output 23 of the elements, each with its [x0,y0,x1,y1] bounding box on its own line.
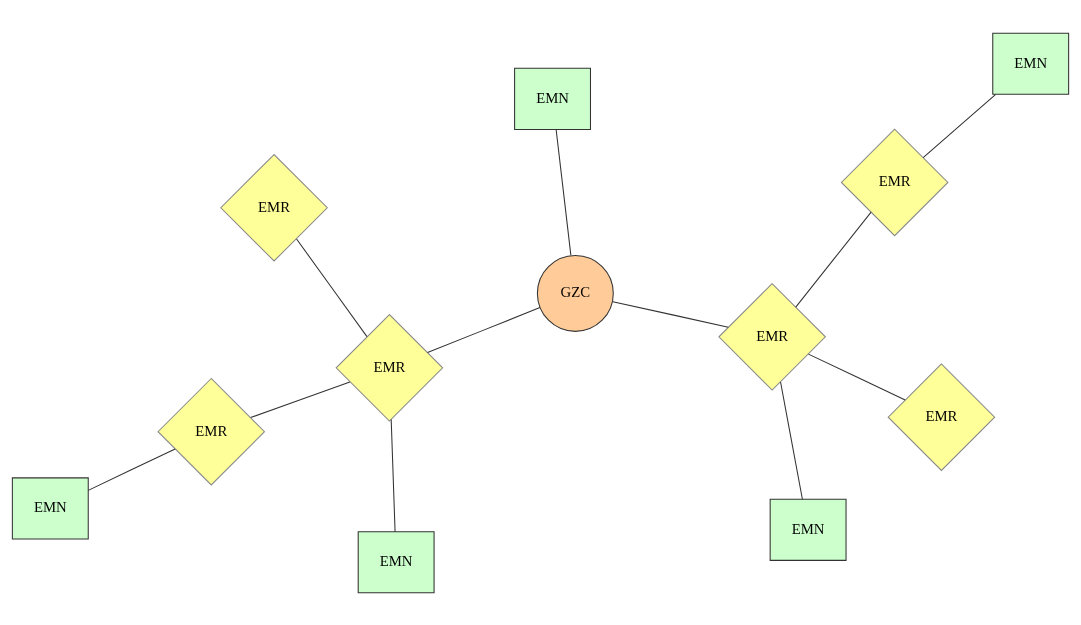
connector [87,447,176,491]
connector [807,353,906,400]
connector [427,306,541,353]
node-diamond: EMR [157,377,266,486]
node-diamond: EMR [335,313,444,422]
connector [296,237,368,337]
node-diamond: EMR [220,153,329,262]
node-box: EMN [11,476,89,540]
node-diamond: EMR [718,282,827,391]
node-circle: GZC [536,254,614,332]
node-box: EMN [514,67,591,130]
node-box: EMN [769,498,847,561]
connector [250,381,351,418]
node-box: EMN [357,530,435,593]
connector [390,418,396,532]
connector [555,128,572,256]
connector [780,381,803,500]
node-diamond: EMR [840,128,949,236]
node-box: EMN [992,32,1070,95]
node-diamond: EMR [887,362,996,471]
connector [922,93,996,158]
connector [795,211,872,308]
connector [612,300,729,328]
